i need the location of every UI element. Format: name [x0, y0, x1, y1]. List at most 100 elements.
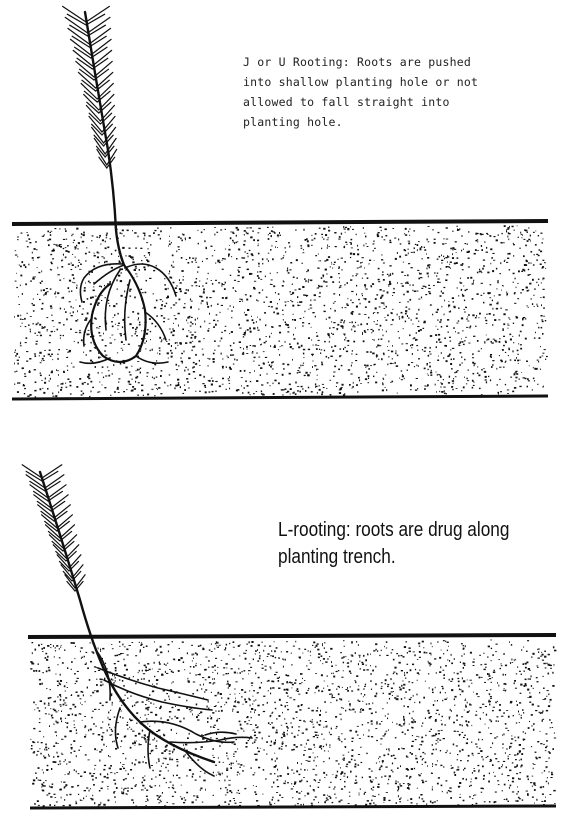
soil-speck [60, 647, 61, 648]
soil-speck [475, 233, 477, 235]
soil-speck [459, 750, 461, 752]
soil-speck [122, 792, 124, 794]
soil-speck [227, 755, 228, 757]
soil-speck [99, 328, 100, 329]
soil-speck [36, 754, 37, 756]
soil-speck [154, 395, 155, 396]
soil-speck [249, 372, 251, 373]
soil-speck [351, 690, 353, 691]
soil-speck [94, 748, 96, 750]
soil-speck [189, 237, 191, 239]
soil-speck [351, 291, 353, 292]
soil-speck [376, 777, 377, 779]
soil-speck [395, 350, 396, 351]
soil-speck [430, 716, 432, 717]
soil-speck [522, 799, 524, 800]
soil-speck [282, 743, 284, 744]
soil-speck [333, 788, 334, 790]
soil-speck [119, 641, 120, 643]
soil-speck [350, 771, 352, 773]
soil-speck [80, 799, 81, 800]
soil-speck [407, 249, 409, 250]
soil-speck [121, 791, 122, 792]
soil-speck [402, 374, 403, 375]
soil-speck [401, 726, 403, 727]
soil-speck [146, 242, 148, 243]
soil-speck [70, 393, 72, 394]
soil-speck [517, 225, 518, 226]
soil-speck [195, 652, 197, 654]
soil-speck [518, 343, 519, 344]
soil-speck [425, 286, 426, 288]
soil-speck [61, 266, 63, 268]
soil-speck [228, 378, 230, 379]
soil-speck [298, 726, 300, 727]
soil-speck [151, 778, 152, 780]
soil-speck [212, 666, 214, 667]
soil-speck [216, 314, 218, 315]
soil-speck [508, 328, 509, 329]
soil-speck [265, 325, 266, 327]
soil-speck [321, 674, 323, 676]
soil-speck [230, 237, 232, 239]
soil-speck [314, 779, 316, 781]
soil-speck [448, 355, 450, 357]
soil-speck [299, 720, 301, 721]
soil-speck [47, 656, 49, 658]
soil-speck [374, 796, 376, 797]
soil-speck [475, 249, 477, 251]
soil-speck [387, 274, 389, 275]
soil-speck [542, 676, 544, 677]
soil-speck [503, 367, 505, 368]
soil-speck [300, 673, 302, 675]
soil-speck [77, 285, 78, 287]
soil-speck [516, 316, 517, 318]
soil-speck [293, 334, 294, 336]
soil-speck [176, 775, 178, 776]
soil-speck [501, 242, 503, 244]
soil-speck [200, 788, 202, 790]
soil-speck [272, 655, 274, 657]
soil-speck [499, 341, 501, 343]
soil-speck [278, 293, 280, 295]
soil-speck [415, 339, 417, 341]
soil-speck [258, 751, 260, 753]
soil-speck [526, 287, 528, 288]
soil-speck [254, 709, 256, 711]
soil-speck [258, 767, 260, 769]
soil-speck [61, 739, 63, 740]
soil-speck [281, 748, 282, 750]
soil-speck [99, 382, 100, 383]
soil-speck [299, 367, 301, 369]
soil-speck [358, 685, 359, 686]
soil-speck [102, 737, 103, 738]
soil-speck [483, 302, 484, 304]
soil-speck [477, 294, 478, 295]
soil-speck [301, 345, 303, 347]
soil-speck [483, 368, 484, 369]
soil-speck [442, 243, 444, 244]
soil-speck [190, 299, 191, 301]
soil-speck [529, 696, 531, 698]
soil-speck [301, 682, 302, 683]
soil-speck [377, 345, 379, 347]
soil-speck [271, 306, 273, 307]
soil-speck [506, 292, 507, 293]
soil-speck [511, 735, 512, 736]
soil-speck [485, 320, 486, 321]
soil-speck [106, 233, 107, 235]
soil-speck [543, 663, 545, 664]
soil-speck [505, 384, 506, 385]
soil-speck [333, 774, 334, 775]
soil-speck [63, 278, 64, 279]
soil-speck [408, 309, 410, 310]
soil-speck [544, 698, 546, 700]
soil-speck [283, 257, 284, 258]
soil-speck [330, 782, 332, 783]
soil-speck [270, 366, 272, 367]
soil-speck [517, 667, 518, 668]
soil-speck [368, 703, 370, 704]
soil-speck [437, 738, 439, 739]
soil-speck [105, 345, 107, 347]
soil-speck [306, 271, 307, 272]
